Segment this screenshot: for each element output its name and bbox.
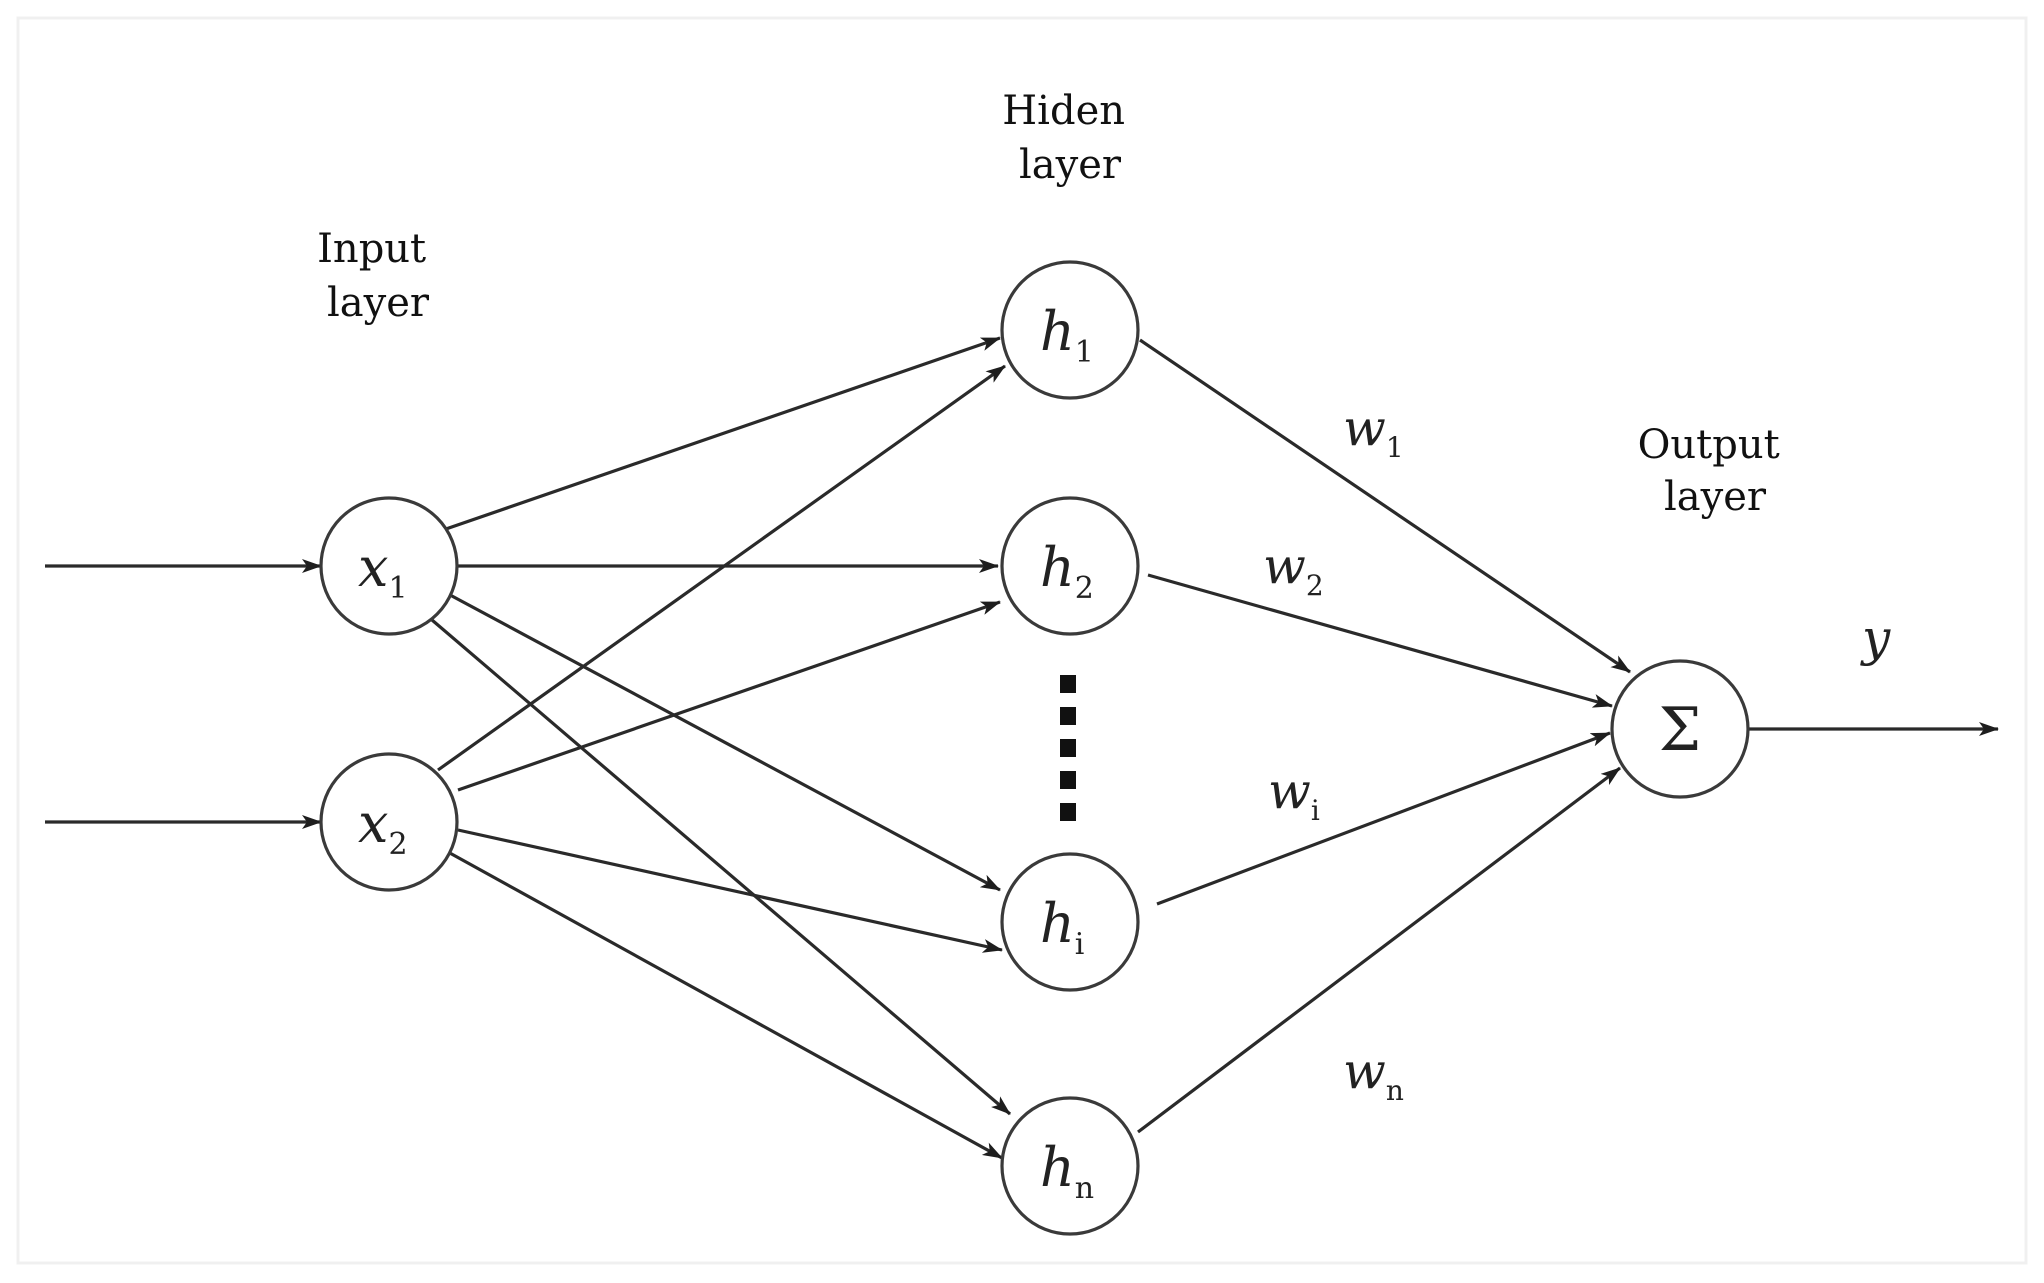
weight-label-w2: w2: [1263, 537, 1324, 602]
edge-x2-h1: [437, 364, 1006, 772]
hidden-node-hi-circle: [1000, 852, 1140, 992]
weight-w1-var: w: [1343, 399, 1386, 457]
hidden-node-hi-label: hi: [1040, 892, 1084, 962]
input-layer-label: Input layer: [317, 226, 439, 326]
input-node-x2-circle: [319, 752, 459, 892]
output-y-label: y: [1860, 609, 1891, 667]
input-node-x1-circle: [319, 496, 459, 636]
sum-symbol: Σ: [1659, 695, 1701, 765]
hidden-ellipsis-icon: [1060, 675, 1076, 821]
edge-x2-hi: [457, 828, 1003, 953]
hidden-node-hi: hi: [1000, 852, 1140, 992]
hidden-node-h1-circle: [1000, 260, 1140, 400]
weight-w1-sub: 1: [1386, 431, 1404, 464]
input-layer-label-line1: Input: [317, 226, 426, 272]
weight-wi-var: w: [1268, 762, 1311, 820]
hidden-node-h1-sub: 1: [1075, 335, 1094, 370]
input-node-x1-sub: 1: [388, 571, 407, 606]
ellipsis-dot-1: [1060, 675, 1076, 693]
weight-wn-sub: n: [1386, 1074, 1404, 1107]
hidden-node-hn-circle: [1000, 1096, 1140, 1236]
hidden-node-h1: h1: [1000, 260, 1140, 400]
output-layer-label-line2: layer: [1664, 474, 1767, 520]
weight-wn-var: w: [1343, 1042, 1386, 1100]
input-node-x1: x1: [319, 496, 459, 636]
edge-x2-h2: [457, 600, 1001, 792]
hidden-node-h1-var: h: [1040, 300, 1075, 363]
edge-hn-sum: [1137, 766, 1621, 1134]
hidden-output-connections: [1137, 338, 1631, 1134]
ellipsis-dot-5: [1060, 803, 1076, 821]
input-node-x2-sub: 2: [388, 827, 407, 862]
edge-x1-hi: [436, 586, 1001, 892]
figure-border: [16, 16, 2028, 1265]
hidden-node-h2-sub: 2: [1075, 571, 1094, 606]
weight-w2-var: w: [1263, 537, 1306, 595]
output-layer-label: Output layer: [1638, 422, 1793, 520]
hidden-node-hn: hn: [1000, 1096, 1140, 1236]
hidden-node-hn-sub: n: [1075, 1171, 1094, 1206]
ellipsis-dot-2: [1060, 707, 1076, 725]
weight-wi-sub: i: [1311, 794, 1320, 827]
hidden-node-h1-label: h1: [1040, 300, 1094, 370]
output-node-sum: Σ: [1610, 659, 1750, 799]
hidden-node-hi-var: h: [1040, 892, 1075, 955]
edge-x2-hn: [447, 850, 1003, 1160]
input-node-x2-label: x2: [358, 792, 408, 862]
hidden-node-hi-sub: i: [1075, 927, 1085, 962]
input-hidden-connections: [430, 336, 1012, 1160]
input-node-x2-var: x: [358, 792, 388, 855]
ellipsis-dot-4: [1060, 771, 1076, 789]
weight-label-wn: wn: [1343, 1042, 1404, 1107]
weight-label-wi: wi: [1268, 762, 1320, 827]
input-node-x1-var: x: [358, 536, 388, 599]
ellipsis-dot-3: [1060, 739, 1076, 757]
input-node-x2: x2: [319, 752, 459, 892]
hidden-layer-label-line2: layer: [1019, 142, 1122, 188]
hidden-layer-label: Hiden layer: [1002, 88, 1137, 188]
hidden-node-hn-label: hn: [1040, 1136, 1094, 1206]
edge-h1-sum: [1139, 338, 1631, 674]
output-node-sum-circle: [1610, 659, 1750, 799]
input-layer-label-line2: layer: [327, 280, 430, 326]
hidden-node-hn-var: h: [1040, 1136, 1075, 1199]
edge-x1-hn: [430, 618, 1012, 1116]
hidden-node-h2-circle: [1000, 496, 1140, 636]
hidden-layer-label-line1: Hiden: [1002, 88, 1125, 134]
input-arrows: [45, 559, 322, 829]
edge-hi-sum: [1156, 731, 1611, 906]
output-layer-label-line1: Output: [1638, 422, 1780, 468]
hidden-node-h2-var: h: [1040, 536, 1075, 599]
weight-label-w1: w1: [1343, 399, 1404, 464]
hidden-node-h2: h2: [1000, 496, 1140, 636]
hidden-node-h2-label: h2: [1040, 536, 1094, 606]
input-node-x1-label: x1: [358, 536, 408, 606]
edge-x1-h1: [442, 336, 1001, 532]
edge-h2-sum: [1147, 573, 1613, 708]
weight-w2-sub: 2: [1306, 569, 1324, 602]
